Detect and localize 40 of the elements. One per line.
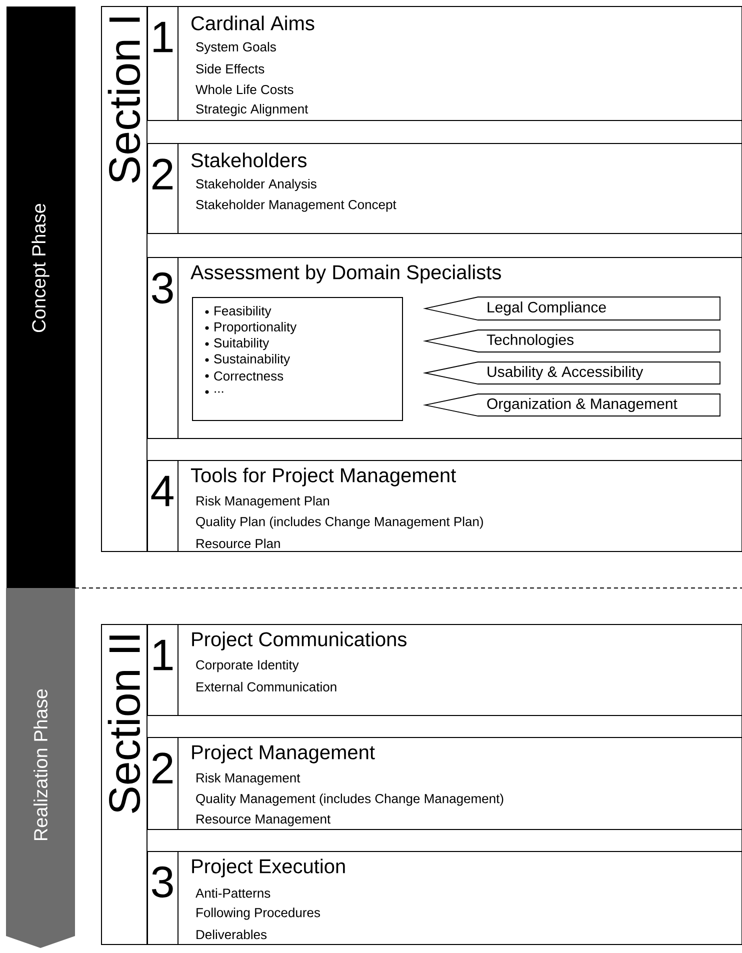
item-text: Quality Management (includes Change Management) (196, 794, 504, 806)
bullet-item: Feasibility (205, 306, 272, 318)
item-text: Whole Life Costs (196, 84, 294, 94)
item-heading: Project Communications (192, 632, 406, 650)
item-text: Resource Management (196, 814, 330, 826)
bullet-item: Sustainability (205, 354, 290, 366)
item-text: Risk Management (196, 772, 300, 786)
bullet-item: Proportionality (205, 322, 297, 334)
section-title: Section II (108, 636, 140, 813)
bullet-item: Suitability (205, 338, 270, 350)
item-text: Stakeholder Management Concept (196, 200, 396, 212)
item-text: Strategic Alignment (196, 104, 308, 116)
item-text: Following Procedures (196, 908, 320, 920)
section-title: Section I (108, 18, 140, 183)
item-heading: Stakeholders (191, 152, 306, 168)
item-heading: Tools for Project Management (190, 468, 456, 486)
item-number: 2 (152, 158, 173, 190)
item-heading: Project Execution (192, 858, 345, 878)
item-number: 3 (152, 272, 173, 304)
bullet-item: ... (205, 390, 224, 394)
item-heading: Cardinal Aims (192, 16, 314, 30)
bullet-item: Correctness (205, 371, 284, 381)
item-heading: Assessment by Domain Specialists (190, 264, 501, 284)
item-text: Side Effects (196, 64, 264, 74)
item-number: 2 (152, 752, 173, 784)
item-text: Corporate Identity (196, 660, 299, 672)
item-text: External Communication (196, 682, 336, 692)
item-text: Resource Plan (196, 538, 280, 548)
item-text: Stakeholder Analysis (196, 178, 316, 192)
item-text: Quality Plan (includes Change Management Plan) (196, 516, 483, 529)
item-number: 4 (151, 476, 174, 506)
item-text: Deliverables (196, 930, 267, 940)
item-number: 1 (154, 22, 173, 52)
item-text: Anti-Patterns (196, 888, 270, 898)
item-heading: Project Management (192, 744, 375, 764)
item-number: 1 (154, 640, 173, 670)
item-text: System Goals (196, 42, 276, 54)
phase-band: Concept Phase (6, 6, 76, 588)
item-text: Risk Management Plan (196, 496, 330, 508)
item-number: 3 (152, 866, 173, 898)
